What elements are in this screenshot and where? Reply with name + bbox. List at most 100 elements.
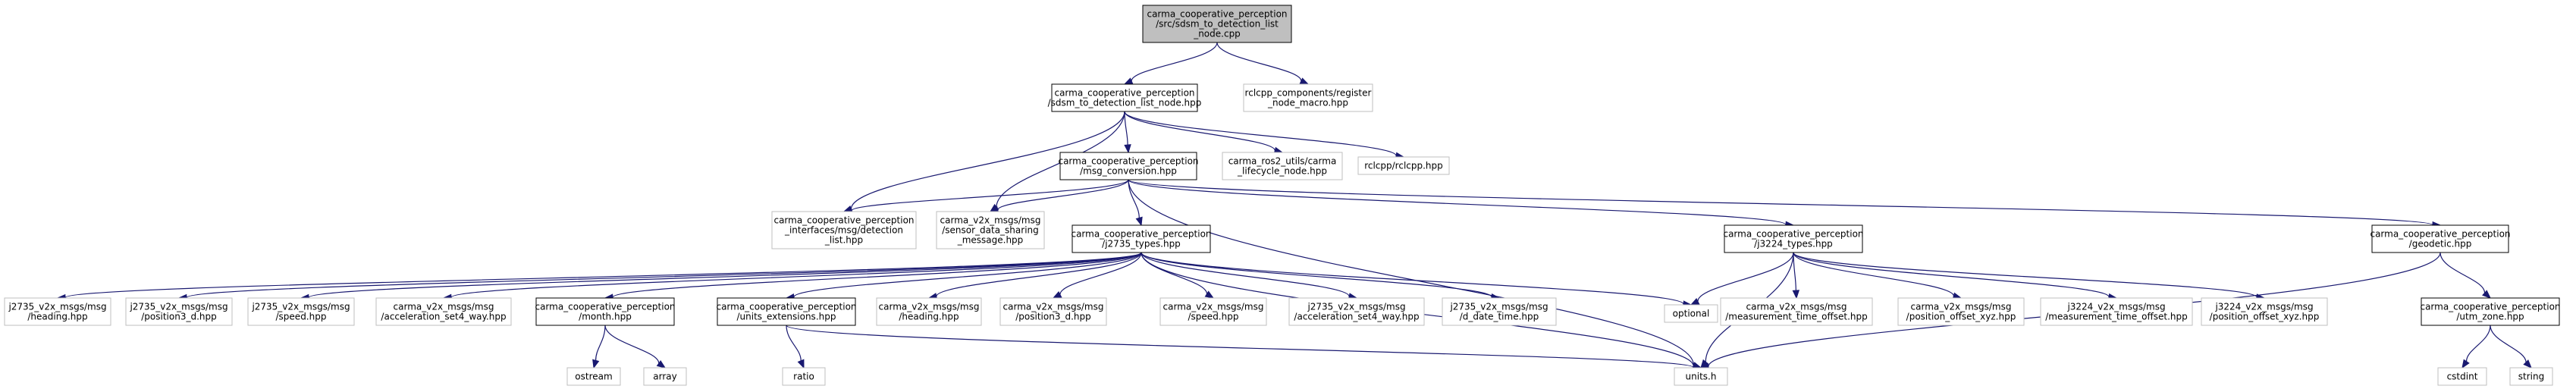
edge-line [1128, 179, 1695, 365]
node-utm-zone[interactable]: carma_cooperative_perception/utm_zone.hp… [2420, 297, 2561, 326]
edge-line [1124, 111, 1128, 146]
node-label-line: carma_cooperative_perception [1058, 156, 1198, 167]
edge-line [2465, 325, 2491, 362]
node-label-line: carma_cooperative_perception [1071, 229, 1211, 240]
node-label-line: /heading.hpp [27, 312, 87, 322]
node-label-line: carma_cooperative_perception [773, 215, 914, 226]
edge-j2735_types-to-carma_speed [1141, 252, 1215, 299]
node-label-line: ostream [575, 372, 612, 382]
edge-msg_conv-to-j3224_types [1128, 179, 1795, 229]
edge-line [1141, 252, 1350, 297]
edge-root-to-rclcpp_reg [1216, 42, 1310, 85]
edge-units_ext-to-ratio [786, 325, 805, 369]
node-box [1664, 304, 1718, 323]
node-msg-conv[interactable]: carma_cooperative_perception/msg_convers… [1058, 152, 1199, 180]
node-label-line: array [653, 372, 676, 382]
edge-j2735_types-to-units_ext [785, 252, 1142, 301]
node-label-line: /j3224_types.hpp [1754, 239, 1833, 249]
edge-j2735_types-to-j2735_heading [56, 252, 1142, 302]
node-carma-speed: carma_v2x_msgs/msg/speed.hpp [1159, 297, 1267, 326]
arrowhead-icon [797, 359, 805, 369]
arrowhead-icon [2461, 359, 2470, 369]
node-array: array [643, 367, 687, 386]
edge-line [604, 325, 660, 364]
node-rclcpp-reg: rclcpp_components/register_node_macro.hp… [1243, 83, 1373, 112]
edge-line [595, 325, 606, 361]
node-box [1243, 83, 1373, 112]
edge-line [851, 179, 1129, 212]
arrowhead-icon [1123, 77, 1134, 85]
node-sdsm-msg: carma_v2x_msgs/msg/sensor_data_sharing_m… [936, 211, 1045, 249]
edge-line [2440, 252, 2486, 293]
node-label-line: j2735_v2x_msgs/msg [129, 302, 227, 312]
edge-j3224_types-to-carma_meas [1792, 252, 1800, 300]
node-carma-meas: carma_v2x_msgs/msg/measurement_time_offs… [1720, 297, 1873, 326]
node-root: carma_cooperative_perception/src/sdsm_to… [1142, 5, 1292, 43]
arrowhead-icon [592, 359, 600, 369]
node-label-line: carma_cooperative_perception [716, 302, 856, 312]
edge-line [1128, 179, 1787, 225]
node-label-line: carma_cooperative_perception [1147, 9, 1287, 20]
edge-line [1128, 179, 1140, 218]
edge-line [850, 111, 1125, 209]
node-box [1072, 224, 1211, 253]
node-carma-accel: carma_v2x_msgs/msg/acceleration_set4_way… [375, 297, 512, 326]
node-box [2201, 297, 2328, 326]
edge-sdsm_hpp-to-rclcpp [1124, 111, 1405, 159]
node-label-line: /month.hpp [579, 312, 632, 322]
node-units-ext[interactable]: carma_cooperative_perception/units_exten… [716, 297, 857, 326]
node-j2735-pos3d: j2735_v2x_msgs/msg/position3_d.hpp [125, 297, 233, 326]
node-box [1720, 297, 1873, 326]
node-box [2371, 224, 2509, 253]
node-box [4, 297, 111, 326]
edge-line [1059, 252, 1142, 295]
node-string: string [2509, 367, 2553, 386]
node-label-line: /src/sdsm_to_detection_list [1156, 19, 1279, 30]
node-label-line: /position3_d.hpp [141, 312, 216, 322]
edge-j2735_types-to-j2735_ddt [1141, 252, 1501, 301]
node-geodetic[interactable]: carma_cooperative_perception/geodetic.hp… [2370, 224, 2511, 253]
node-box [1357, 156, 1450, 175]
node-label-line: /j2735_types.hpp [1102, 239, 1181, 249]
edge-line [1793, 252, 2258, 298]
node-label-line: _node.cpp [1193, 29, 1241, 39]
node-det-list: carma_cooperative_perception_interfaces/… [771, 211, 917, 249]
node-sdsm-hpp[interactable]: carma_cooperative_perception/sdsm_to_det… [1048, 83, 1202, 112]
node-label-line: optional [1673, 309, 1710, 319]
node-label-line: carma_v2x_msgs/msg [1911, 302, 2012, 312]
edge-month-to-ostream [592, 325, 606, 369]
node-box [1059, 152, 1197, 180]
node-label-line: string [2518, 372, 2544, 382]
node-label-line: /heading.hpp [899, 312, 959, 322]
node-label-line: /speed.hpp [1188, 312, 1239, 322]
node-label-line: carma_v2x_msgs/msg [1163, 302, 1264, 312]
node-box [1442, 297, 1557, 326]
node-label-line: carma_cooperative_perception [535, 302, 675, 312]
node-box [782, 367, 826, 386]
node-label-line: carma_v2x_msgs/msg [1003, 302, 1104, 312]
node-box [375, 297, 512, 326]
node-box [2040, 297, 2193, 326]
arrowhead-icon [1204, 290, 1215, 299]
node-j3224-types[interactable]: carma_cooperative_perception/j3224_types… [1723, 224, 1864, 253]
node-label-line: carma_cooperative_perception [2420, 302, 2560, 312]
node-box [247, 297, 355, 326]
edge-utm_zone-to-cstdint [2461, 325, 2491, 369]
edge-month-to-array [604, 325, 667, 369]
edge-line [786, 325, 1694, 369]
node-box [717, 297, 856, 326]
edge-line [936, 252, 1142, 297]
node-box [1288, 297, 1425, 326]
node-box [2421, 297, 2560, 326]
node-label-line: /sdsm_to_detection_list_node.hpp [1048, 98, 1202, 108]
node-j2735-types[interactable]: carma_cooperative_perception/j2735_types… [1071, 224, 1212, 253]
edge-line [186, 252, 1142, 299]
node-label-line: /acceleration_set4_way.hpp [381, 312, 506, 322]
node-month[interactable]: carma_cooperative_perception/month.hpp [535, 297, 676, 326]
node-label-line: /msg_conversion.hpp [1080, 166, 1177, 177]
node-box [1222, 152, 1343, 180]
node-box [2509, 367, 2553, 386]
node-label-line: /measurement_time_offset.hpp [1725, 312, 1867, 322]
edge-sdsm_hpp-to-lifecycle [1124, 111, 1284, 154]
node-label-line: /position_offset_xyz.hpp [2210, 312, 2320, 322]
